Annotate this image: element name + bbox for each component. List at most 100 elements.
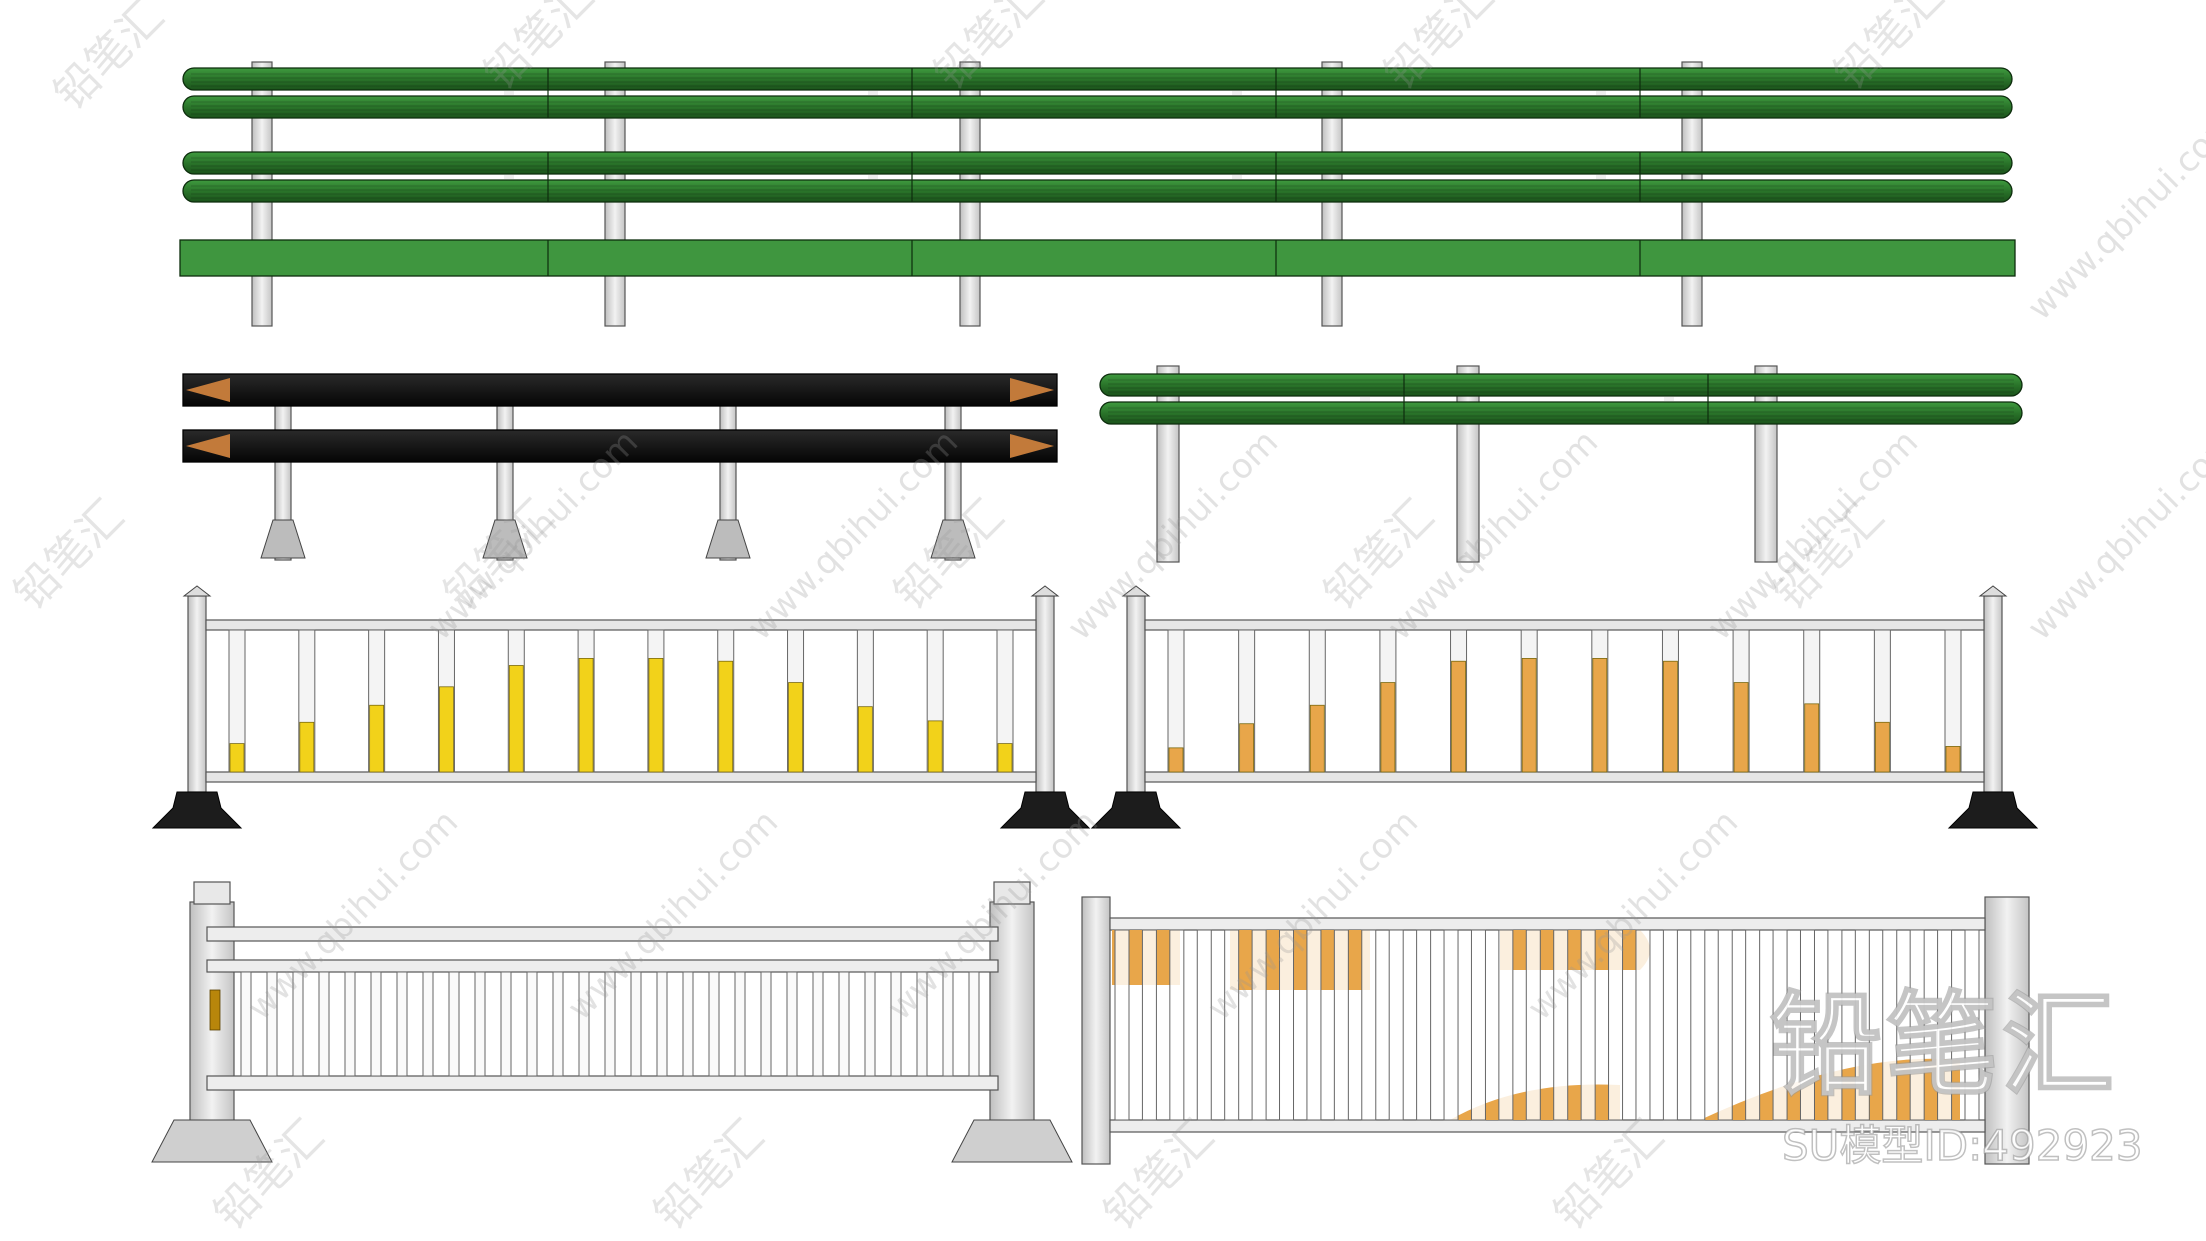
baluster-reflector — [369, 704, 385, 773]
panel-orange-band — [1500, 930, 1650, 970]
fence-baluster — [1498, 929, 1514, 1121]
fence-baluster — [760, 971, 772, 1077]
fence-baluster — [344, 971, 356, 1077]
panel-orange-band — [1230, 930, 1370, 990]
baluster-reflector — [229, 743, 245, 773]
fence-baluster — [526, 971, 538, 1077]
brand-logo: 铅笔汇 — [1769, 981, 2118, 1111]
fence-baluster — [1114, 929, 1130, 1121]
bolt — [1360, 397, 1370, 401]
baluster-reflector — [1521, 658, 1537, 773]
fence-baluster — [448, 971, 460, 1077]
bolt — [504, 91, 514, 95]
fence-baluster — [318, 971, 330, 1077]
fence-baluster — [1251, 929, 1267, 1121]
baluster-reflector — [1945, 746, 1961, 773]
fence-baluster — [1662, 929, 1678, 1121]
fence-baluster — [1909, 929, 1925, 1121]
fence-baluster — [552, 971, 564, 1077]
fence-baluster — [396, 971, 408, 1077]
baluster-reflector — [1168, 747, 1184, 773]
post-cap — [1121, 585, 1151, 597]
fence-end-post — [1081, 896, 1111, 1165]
fence-baluster — [942, 971, 954, 1077]
fence-baluster — [838, 971, 850, 1077]
fence-baluster — [682, 971, 694, 1077]
bolt — [1596, 175, 1606, 179]
fence-baluster — [1525, 929, 1541, 1121]
fence-top-rail — [206, 926, 999, 942]
fence-bottom-rail — [205, 771, 1037, 783]
w-beam-rib-lower — [1099, 401, 2023, 425]
post-base — [705, 519, 751, 559]
post-base — [260, 519, 306, 559]
fence-baluster — [1470, 929, 1486, 1121]
bolt — [868, 91, 878, 95]
fence-baluster — [630, 971, 642, 1077]
bolt — [868, 175, 878, 179]
bolt — [504, 175, 514, 179]
fence-base — [151, 791, 243, 829]
baluster-reflector — [788, 682, 803, 773]
post-base — [482, 519, 528, 559]
fence-base — [1947, 791, 2039, 829]
fence-baluster — [968, 971, 980, 1077]
fence-baluster — [240, 971, 252, 1077]
fence-top-rail — [205, 619, 1037, 631]
fence-orange-reflectors — [1090, 585, 2039, 829]
black-w-beam-guardrail-double — [182, 373, 1058, 561]
fence-white-balusters — [151, 881, 1073, 1163]
w-beam-rib-lower — [182, 95, 2013, 119]
baluster-reflector — [1804, 703, 1820, 773]
fence-yellow-reflectors — [151, 585, 1091, 829]
fence-bottom-rail — [1144, 771, 1985, 783]
baluster-reflector — [1663, 660, 1678, 773]
black-beam — [182, 429, 1058, 463]
fence-baluster — [1388, 929, 1404, 1121]
fence-baluster — [1799, 929, 1815, 1121]
post-cap — [193, 881, 231, 905]
fence-baluster — [1196, 929, 1212, 1121]
baluster-reflector — [1239, 723, 1255, 773]
baluster-reflector — [718, 660, 734, 773]
baluster-reflector — [927, 720, 943, 773]
fence-baluster — [1745, 929, 1761, 1121]
fence-mid-rail — [206, 959, 999, 973]
fence-baluster — [1224, 929, 1240, 1121]
fence-baluster — [604, 971, 616, 1077]
w-beam — [1099, 373, 2023, 425]
fence-baluster — [1333, 929, 1349, 1121]
fence-top-rail — [1109, 917, 1986, 931]
fence-baluster — [1937, 929, 1953, 1121]
bolt — [1232, 175, 1242, 179]
baluster-reflector — [1309, 704, 1325, 773]
post-cap — [1978, 585, 2008, 597]
w-beam-rib-upper — [182, 151, 2013, 175]
fence-baluster — [1827, 929, 1843, 1121]
fence-baluster — [292, 971, 304, 1077]
fence-orange-panel — [1081, 896, 2030, 1165]
bolt — [1664, 397, 1674, 401]
fence-baluster — [786, 971, 798, 1077]
fence-end-post — [1126, 595, 1146, 793]
fence-bottom-rail — [206, 1075, 999, 1091]
fence-baluster — [1361, 929, 1377, 1121]
fence-baluster — [1553, 929, 1569, 1121]
baluster-reflector — [1380, 682, 1396, 773]
fence-end-post — [187, 595, 207, 793]
fence-baluster — [1580, 929, 1596, 1121]
baluster-reflector — [1874, 721, 1890, 773]
baluster-reflector — [439, 686, 454, 773]
fence-baluster — [916, 971, 928, 1077]
fence-baluster — [1416, 929, 1432, 1121]
fence-baluster — [578, 971, 590, 1077]
fence-baluster — [1306, 929, 1322, 1121]
fence-baluster — [422, 971, 434, 1077]
post-cap — [182, 585, 212, 597]
fence-baluster — [1608, 929, 1624, 1121]
beam-end-reflector — [1010, 434, 1054, 458]
fence-baluster — [708, 971, 720, 1077]
post-cap — [1030, 585, 1060, 597]
fence-baluster — [812, 971, 824, 1077]
